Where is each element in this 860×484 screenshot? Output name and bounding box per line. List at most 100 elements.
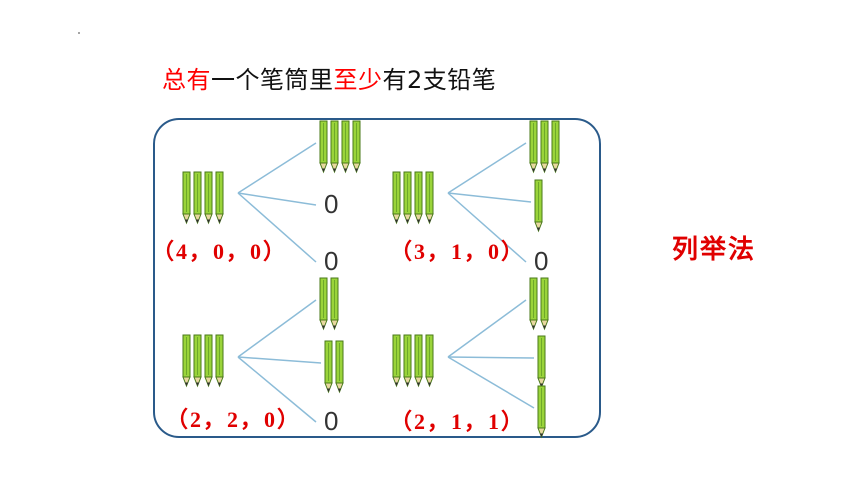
branch-line-3-3: [237, 356, 317, 423]
tuple-label-4: （2，1，1）: [390, 409, 526, 434]
source-bundle-2-pencil-2: [403, 171, 412, 225]
branch-bundle-3-2-pencil-1: [324, 340, 333, 394]
branch-bundle-1-1-pencil-4: [352, 120, 361, 174]
pencil-lead: [206, 382, 211, 386]
branch-line-4-2: [447, 356, 535, 359]
pencil-tip: [335, 382, 344, 394]
pencil-lead: [394, 382, 399, 386]
branch-bundle-4-2-pencil-1: [537, 335, 546, 389]
pencil-lead: [337, 388, 342, 392]
pencil-tip: [534, 221, 543, 233]
branch-bundle-4-1-pencil-2: [540, 277, 549, 331]
pencil-lead: [539, 383, 544, 387]
pencil-tip: [182, 376, 191, 388]
branch-line-2-3: [447, 192, 527, 263]
pencil-lead: [184, 219, 189, 223]
title-highlight-at-least: 至少: [333, 66, 383, 94]
branch-line-2-2: [447, 192, 532, 203]
title-highlight-always: 总有: [162, 66, 211, 94]
pencil-lead: [195, 382, 200, 386]
stray-dot: [78, 32, 80, 34]
pencil-tip: [414, 376, 423, 388]
pencil-tip: [403, 376, 412, 388]
pencil-lead: [217, 382, 222, 386]
pencil-lead: [326, 388, 331, 392]
branch-line-1-1: [237, 142, 317, 194]
branch-bundle-4-1-pencil-1: [529, 277, 538, 331]
pencil-tip: [392, 213, 401, 225]
source-bundle-1-pencil-2: [193, 171, 202, 225]
pencil-tip: [414, 213, 423, 225]
pencil-lead: [427, 219, 432, 223]
pencil-lead: [321, 168, 326, 172]
pencil-lead: [427, 382, 432, 386]
pencil-lead: [416, 219, 421, 223]
branch-bundle-2-2-pencil-1: [534, 179, 543, 233]
pencil-tip: [529, 162, 538, 174]
tuple-label-1: （4，0，0）: [152, 239, 288, 264]
pencil-lead: [321, 325, 326, 329]
branch-bundle-3-1-pencil-1: [319, 277, 328, 331]
source-bundle-3-pencil-2: [193, 334, 202, 388]
pencil-lead: [539, 433, 544, 437]
pencil-tip: [193, 213, 202, 225]
pencil-tip: [204, 213, 213, 225]
branch-bundle-4-3-pencil-1: [537, 385, 546, 439]
pencil-tip: [425, 213, 434, 225]
pencil-lead: [206, 219, 211, 223]
pencil-tip: [330, 162, 339, 174]
pencil-tip: [319, 319, 328, 331]
source-bundle-2-pencil-3: [414, 171, 423, 225]
pencil-lead: [184, 382, 189, 386]
source-bundle-1-pencil-3: [204, 171, 213, 225]
pencil-lead: [536, 227, 541, 231]
pencil-lead: [343, 168, 348, 172]
source-bundle-4-pencil-1: [392, 334, 401, 388]
page-title: 总有一个笔筒里至少有2支铅笔: [162, 60, 496, 95]
pencil-tip: [324, 382, 333, 394]
branch-bundle-1-1-pencil-3: [341, 120, 350, 174]
source-bundle-3-pencil-1: [182, 334, 191, 388]
pencil-lead: [405, 382, 410, 386]
source-bundle-4-pencil-4: [425, 334, 434, 388]
zero-label-3-3: 0: [324, 406, 339, 436]
source-bundle-4-pencil-2: [403, 334, 412, 388]
pencil-lead: [542, 325, 547, 329]
pencil-lead: [416, 382, 421, 386]
pencil-tip: [215, 213, 224, 225]
pencil-tip: [204, 376, 213, 388]
pencil-tip: [540, 162, 549, 174]
pencil-tip: [540, 319, 549, 331]
pencil-lead: [195, 219, 200, 223]
pencil-lead: [332, 325, 337, 329]
pencil-tip: [193, 376, 202, 388]
zero-label-1-3: 0: [324, 246, 339, 276]
pencil-lead: [354, 168, 359, 172]
source-bundle-3-pencil-4: [215, 334, 224, 388]
title-text-end: 有2支铅笔: [382, 66, 497, 94]
branch-bundle-1-1-pencil-2: [330, 120, 339, 174]
method-label: 列举法: [672, 235, 757, 265]
pencil-lead: [217, 219, 222, 223]
pencil-tip: [403, 213, 412, 225]
branch-line-3-2: [237, 356, 322, 364]
branch-line-4-1: [447, 299, 527, 358]
branch-line-1-3: [237, 192, 317, 263]
pencil-lead: [332, 168, 337, 172]
pencil-tip: [182, 213, 191, 225]
pencil-lead: [531, 325, 536, 329]
pencil-tip: [352, 162, 361, 174]
pencil-tip: [537, 427, 546, 439]
pencil-tip: [392, 376, 401, 388]
branch-bundle-3-1-pencil-2: [330, 277, 339, 331]
pencil-tip: [551, 162, 560, 174]
source-bundle-3-pencil-3: [204, 334, 213, 388]
source-bundle-4-pencil-3: [414, 334, 423, 388]
branch-bundle-2-1-pencil-3: [551, 120, 560, 174]
pencil-tip: [330, 319, 339, 331]
pencil-lead: [531, 168, 536, 172]
branch-bundle-2-1-pencil-1: [529, 120, 538, 174]
tuple-label-2: （3，1，0）: [390, 239, 526, 264]
branch-line-2-1: [447, 142, 527, 194]
